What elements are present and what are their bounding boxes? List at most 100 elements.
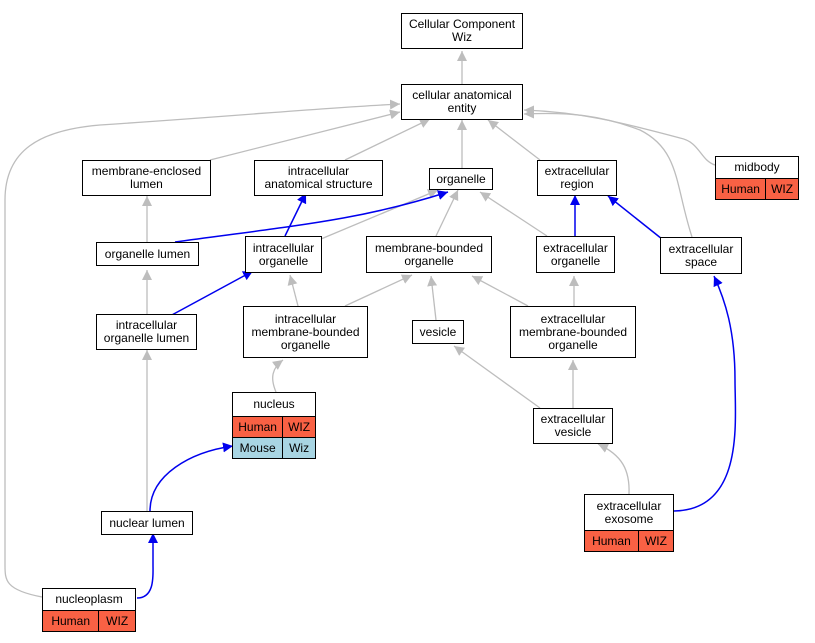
node-label-line: intracellular (274, 311, 337, 326)
node-label-line: extracellular (540, 311, 606, 326)
edge-np-cae (4, 99, 401, 598)
node-label-line: region (560, 177, 594, 191)
node-label-line: extracellular (543, 240, 608, 255)
edge-exv-ves (453, 345, 541, 409)
node-label-line: extracellular (596, 498, 662, 513)
node-label-line: membrane-enclosed (91, 164, 202, 178)
node-label-line: lumen (130, 177, 163, 191)
node-label: organelle lumen (97, 243, 198, 265)
edge-imbo-mbo (344, 274, 413, 307)
gene-cell: WIZ (98, 611, 135, 631)
node-label-line: organelle (436, 171, 486, 186)
node-label: organelle (430, 169, 492, 189)
gene-cell: Wiz (282, 438, 315, 458)
node-label-line: intracellular (252, 240, 315, 255)
node-label-line: organelle lumen (103, 331, 190, 345)
edge-iorg-ias (284, 192, 307, 237)
edge-np-nl (136, 533, 158, 599)
edge-iorg-org (320, 189, 439, 240)
node-label-line: vesicle (419, 324, 457, 339)
node-label-line: organelle (404, 253, 454, 268)
edge-nuc-imbo (271, 359, 284, 393)
edge-ves-mbo (427, 275, 438, 321)
node-nuclear-lumen[interactable]: nuclear lumen (101, 511, 193, 535)
gene-cell: WIZ (282, 417, 315, 437)
node-label: midbody (716, 157, 798, 178)
node-organelle[interactable]: organelle (429, 168, 493, 190)
node-label-line: intracellular (287, 164, 350, 178)
edge-exs-exr (607, 195, 663, 240)
node-label: nuclear lumen (102, 512, 192, 534)
edge-midbody-cae (523, 105, 716, 166)
edge-embo-mbo (471, 275, 529, 307)
node-label-line: extracellular (668, 241, 734, 256)
node-label-line: midbody (734, 160, 780, 174)
node-label-line: Wiz (452, 30, 472, 44)
edge-exosome-exv (597, 443, 630, 495)
species-cell: Human (51, 614, 90, 628)
node-label-line: Cellular Component (408, 17, 516, 31)
node-organelle-lumen[interactable]: organelle lumen (96, 242, 199, 266)
node-label-line: organelle (258, 253, 309, 268)
edge-iol-iorg (169, 270, 254, 317)
edge-exo-org (479, 191, 548, 237)
node-label: nucleus (233, 393, 315, 416)
node-label-line: membrane-bounded (251, 324, 360, 339)
species-cell: Mouse (239, 441, 276, 455)
node-label-line: exosome (604, 511, 654, 526)
node-label-line: space (684, 254, 718, 269)
edge-exosome-exs (673, 275, 737, 512)
node-label: nucleoplasm (43, 589, 135, 610)
edge-exs-cae (523, 108, 693, 238)
annotation-row: Mouse Wiz (233, 437, 315, 458)
edge-orgl-org (174, 190, 449, 243)
edge-mbo-org (435, 189, 459, 237)
node-label-line: intracellular (115, 318, 178, 332)
node-label-line: organelle (280, 337, 331, 352)
node-label-line: vesicle (554, 425, 592, 439)
node-vesicle[interactable]: vesicle (412, 320, 464, 344)
node-label-line: nucleus (253, 397, 295, 411)
edge-ias-cae (344, 118, 431, 161)
edge-exr-cae (487, 119, 541, 161)
node-label: vesicle (413, 321, 463, 343)
node-label-line: nucleoplasm (55, 592, 123, 606)
gene-cell: WIZ (637, 531, 673, 551)
gene-cell: WIZ (765, 179, 798, 199)
node-label-line: extracellular (540, 412, 606, 426)
node-label-line: membrane-bounded (374, 240, 484, 255)
node-label-line: anatomical structure (264, 177, 373, 191)
node-label-line: cellular anatomical (412, 88, 512, 102)
